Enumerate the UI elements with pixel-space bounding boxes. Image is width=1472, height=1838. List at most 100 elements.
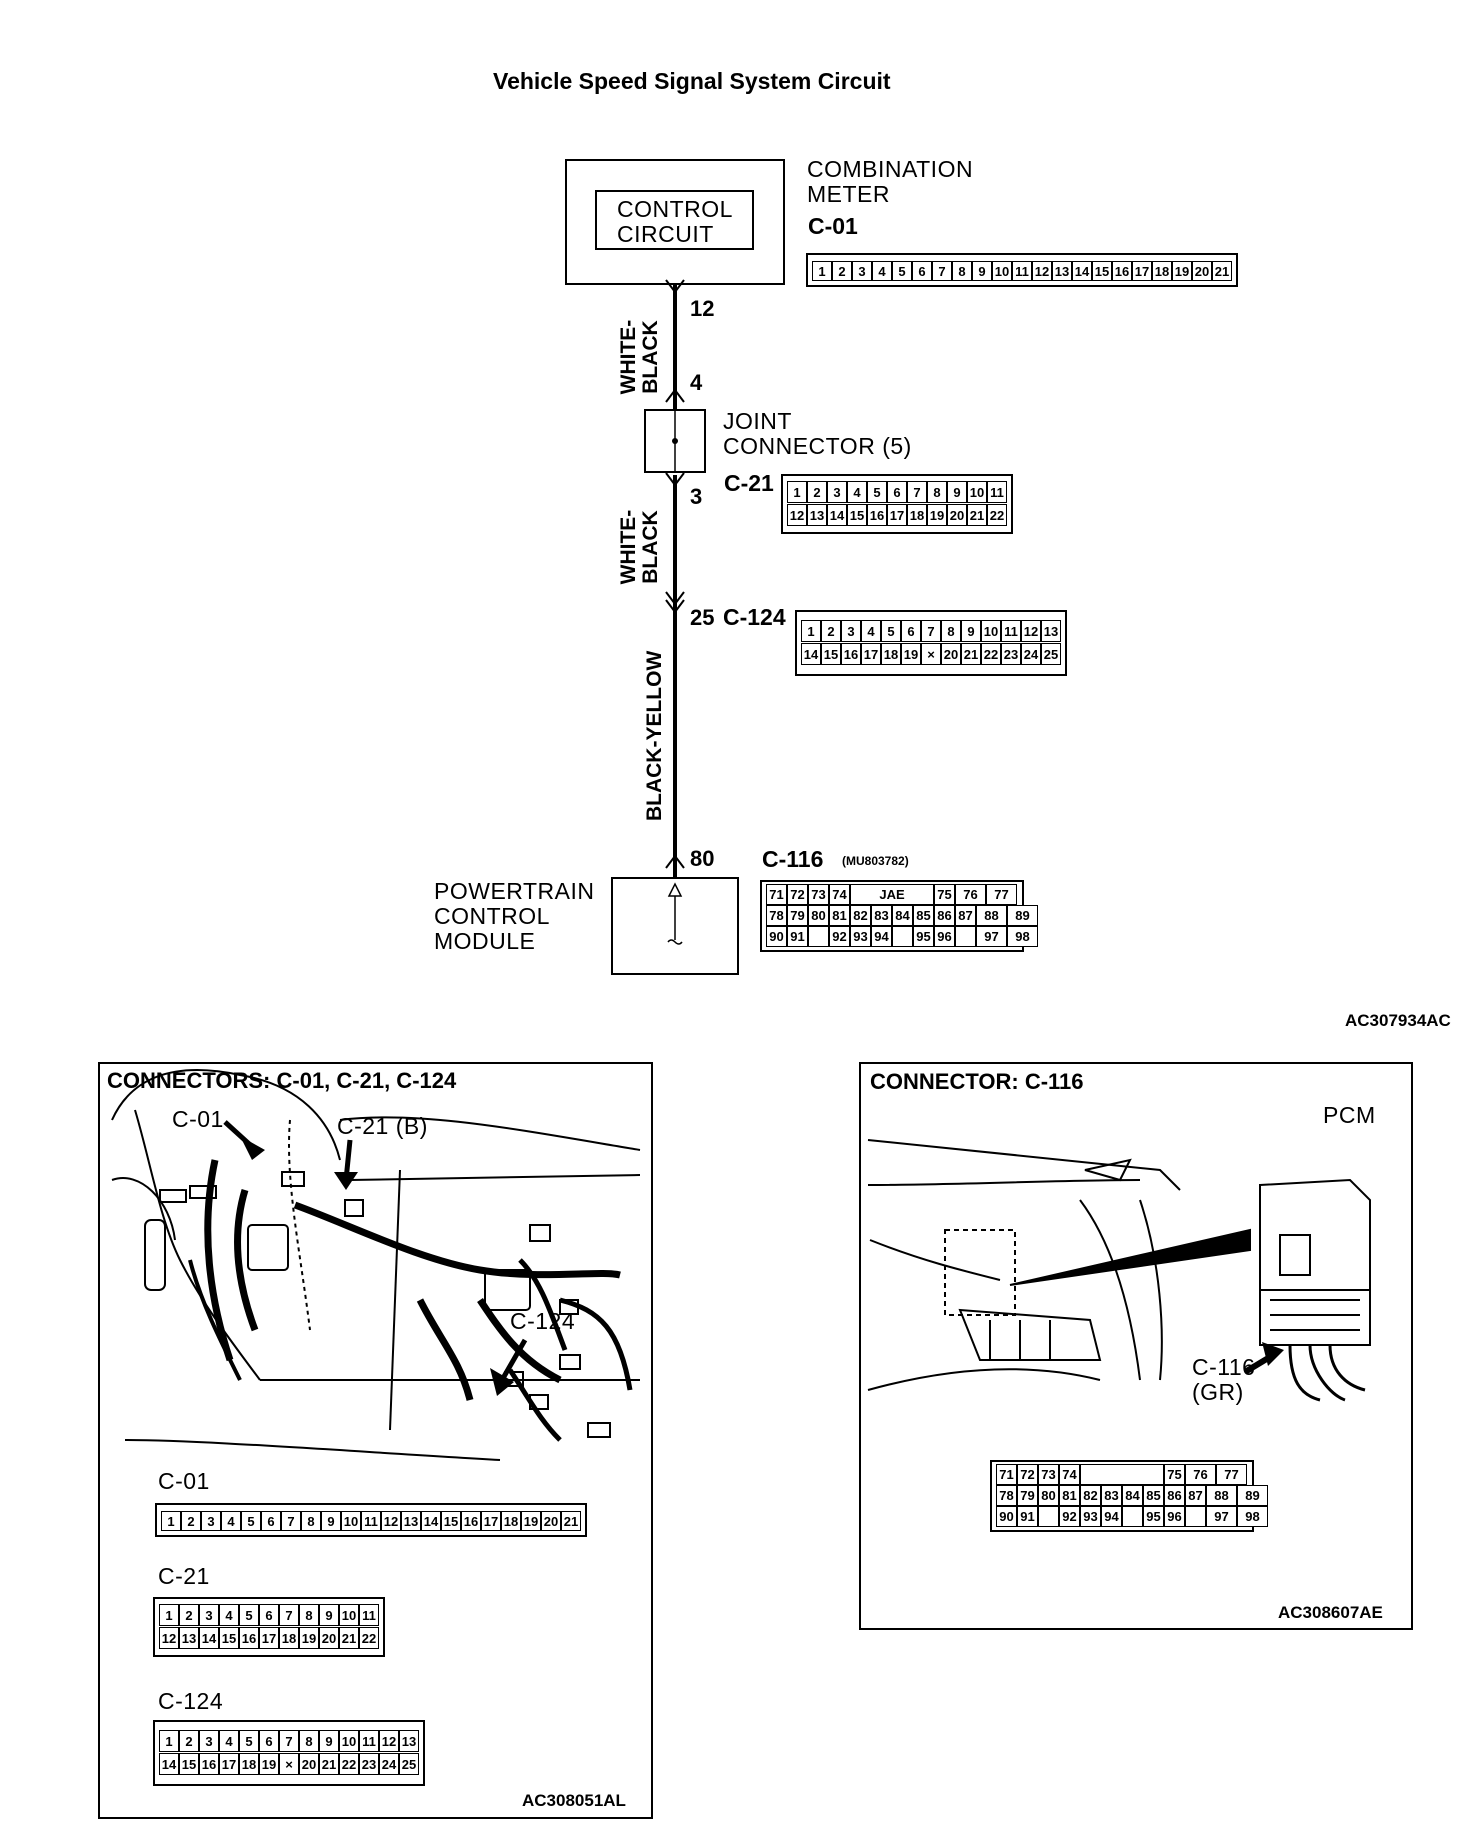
connector-pin: 15 (1092, 261, 1112, 281)
connector-pin: 12 (379, 1730, 399, 1752)
connector-pin: 85 (913, 905, 934, 926)
c21-code: C-21 (724, 470, 774, 496)
connector-pin: 19 (901, 643, 921, 665)
connector-pin: 24 (1021, 643, 1041, 665)
callout-c124: C-124 (510, 1308, 576, 1334)
connector-pin: JAE (850, 884, 934, 905)
connector-pin: 2 (181, 1511, 201, 1531)
connector-pin: 4 (847, 481, 867, 503)
control-circuit-label-2: CIRCUIT (617, 221, 714, 247)
connector-pin: 12 (1032, 261, 1052, 281)
connector-pin: 10 (341, 1511, 361, 1531)
connector-pin: 2 (821, 620, 841, 642)
connector-pin: 8 (299, 1604, 319, 1626)
connector-pin: 82 (850, 905, 871, 926)
c116-callout: C-116 (1192, 1354, 1256, 1380)
connector-pin: 73 (1038, 1464, 1059, 1485)
pin-25: 25 (690, 605, 715, 630)
connector-pin: × (279, 1753, 299, 1775)
connector-pin: 82 (1080, 1485, 1101, 1506)
connector-pin: 4 (872, 261, 892, 281)
left-panel-title: CONNECTORS: C-01, C-21, C-124 (107, 1068, 457, 1093)
connector-pin: 22 (359, 1627, 379, 1649)
connector-pin: 21 (961, 643, 981, 665)
connector-pin: 6 (887, 481, 907, 503)
connector-pin: 5 (239, 1604, 259, 1626)
wire-1-line2: BLACK (639, 320, 662, 394)
pin-80: 80 (690, 846, 715, 871)
connector-pin: 7 (279, 1730, 299, 1752)
connector-pin: × (921, 643, 941, 665)
connector-pin: 92 (829, 926, 850, 947)
connector-pin: 16 (1112, 261, 1132, 281)
connector-pin: 20 (1192, 261, 1212, 281)
connector-pin: 20 (541, 1511, 561, 1531)
connector-pin: 8 (941, 620, 961, 642)
connector-pin: 93 (850, 926, 871, 947)
connector-pin: 87 (955, 905, 976, 926)
connector-pin: 6 (259, 1604, 279, 1626)
connector-pin: 89 (1237, 1485, 1268, 1506)
connector-pin: 77 (1216, 1464, 1247, 1485)
connector-pin: 18 (1152, 261, 1172, 281)
connector-pin: 21 (339, 1627, 359, 1649)
connector-pin: 94 (871, 926, 892, 947)
dashboard-illustration-right (867, 1139, 1371, 1402)
connector-pin: 81 (1059, 1485, 1080, 1506)
connector-pin: 24 (379, 1753, 399, 1775)
connector-pin: 88 (976, 905, 1007, 926)
connector-pin: 71 (766, 884, 787, 905)
c116-code: C-116 (762, 846, 824, 872)
connector-pin: 21 (561, 1511, 581, 1531)
pcm-label-3: MODULE (434, 928, 536, 954)
connector-pin: 4 (861, 620, 881, 642)
connector-pin: 9 (947, 481, 967, 503)
connector-pin: 20 (947, 504, 967, 526)
connector-pin: 71 (996, 1464, 1017, 1485)
pin-12: 12 (690, 296, 715, 321)
connector-pin: 10 (967, 481, 987, 503)
connector-pin: 16 (867, 504, 887, 526)
connector-pin: 8 (301, 1511, 321, 1531)
connector-pin: 25 (399, 1753, 419, 1775)
connector-pin: 9 (972, 261, 992, 281)
connector-pin: 19 (521, 1511, 541, 1531)
connector-pin: 95 (1143, 1506, 1164, 1527)
connector-pin: 90 (996, 1506, 1017, 1527)
wire-label-white-black-2: WHITE- BLACK (617, 507, 662, 587)
connector-pin: 13 (399, 1730, 419, 1752)
connector-pin: 15 (441, 1511, 461, 1531)
connector-pin: 7 (279, 1604, 299, 1626)
connector-pin: 25 (1041, 643, 1061, 665)
connector-pin: 22 (339, 1753, 359, 1775)
connector-pin: 74 (829, 884, 850, 905)
connector-pin: 17 (1132, 261, 1152, 281)
connector-pin: 12 (1021, 620, 1041, 642)
connector-pin: 87 (1185, 1485, 1206, 1506)
connector-pin: 8 (952, 261, 972, 281)
connector-pin: 10 (339, 1604, 359, 1626)
connector-pin: 2 (832, 261, 852, 281)
connector-pin: 89 (1007, 905, 1038, 926)
connector-pin: 13 (1052, 261, 1072, 281)
combination-meter-label: COMBINATION (807, 156, 974, 182)
connector-pin: 10 (339, 1730, 359, 1752)
connector-pin: 14 (827, 504, 847, 526)
connector-pin: 17 (259, 1627, 279, 1649)
callout-c01: C-01 (172, 1106, 224, 1132)
connector-pin: 5 (239, 1730, 259, 1752)
connector-pin: 75 (1164, 1464, 1185, 1485)
connector-pin: 18 (279, 1627, 299, 1649)
connector-pin: 18 (881, 643, 901, 665)
right-panel-title: CONNECTOR: C-116 (870, 1069, 1084, 1094)
connector-pin: 98 (1237, 1506, 1268, 1527)
connector-pin: 96 (1164, 1506, 1185, 1527)
connector-pin: 4 (219, 1730, 239, 1752)
connector-pin: 74 (1059, 1464, 1080, 1485)
connector-pin: 5 (867, 481, 887, 503)
connector-pin: 6 (259, 1730, 279, 1752)
connector-pin: 15 (219, 1627, 239, 1649)
connector-pin: 7 (921, 620, 941, 642)
label-c01: C-01 (158, 1468, 210, 1494)
right-panel-ref: AC308607AE (1278, 1603, 1383, 1622)
